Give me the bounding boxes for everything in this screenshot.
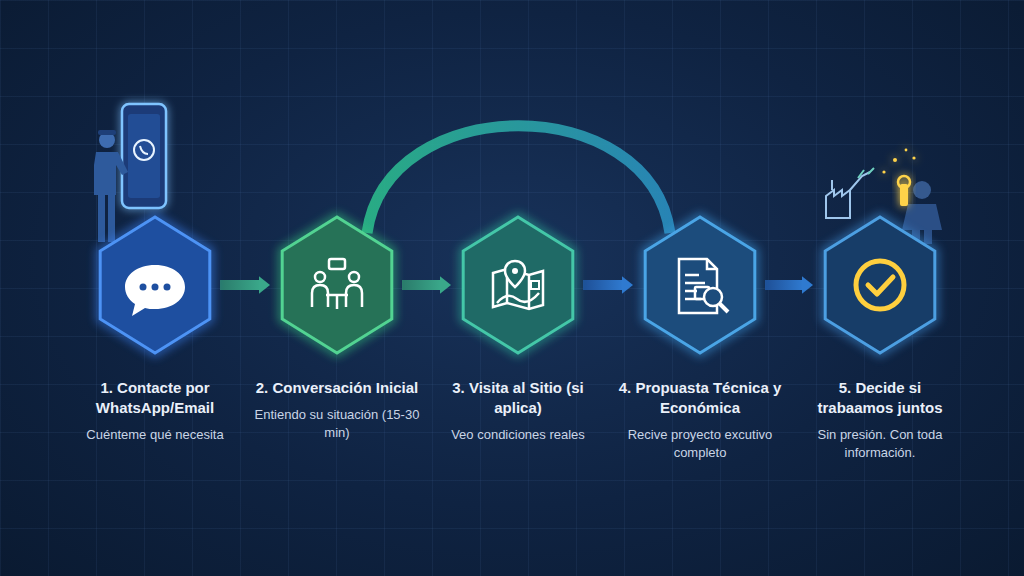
hexagon-shape	[637, 215, 763, 355]
connector	[220, 276, 270, 294]
hexagon-outline	[92, 215, 218, 355]
step-title: 3. Visita al Sitio (si aplica)	[433, 378, 603, 418]
connector	[583, 276, 633, 294]
step-title: 2. Conversación Inicial	[247, 378, 427, 398]
hexagon-outline	[817, 215, 943, 355]
person-illustration	[94, 130, 128, 242]
step-title: 1. Contacte por WhatsApp/Email	[65, 378, 245, 418]
factory-illustration	[826, 168, 874, 218]
step-description: Entiendo su situación (15-30 min)	[247, 406, 427, 442]
hexagon-shape	[92, 215, 218, 355]
hexagon-outline	[274, 215, 400, 355]
connector-line	[583, 280, 623, 290]
hexagon-outline	[637, 215, 763, 355]
process-hexagon: 2. Conversación InicialEntiendo su situa…	[247, 215, 427, 442]
connector	[402, 276, 451, 294]
connector	[765, 276, 813, 294]
step-description: Recive proyecto excutivo completo	[610, 426, 790, 462]
hexagon-shape	[455, 215, 581, 355]
hexagon-shape	[817, 215, 943, 355]
arrow-head	[802, 276, 813, 294]
connector-line	[765, 280, 803, 290]
step-title: 4. Propuasta Técnica y Económica	[610, 378, 790, 418]
process-hexagon: 4. Propuasta Técnica y EconómicaRecive p…	[610, 215, 790, 462]
connector-line	[402, 280, 441, 290]
step-title: 5. Decide si trabaamos juntos	[815, 378, 945, 418]
process-hexagon: 3. Visita al Sitio (si aplica) Veo condic…	[433, 215, 603, 444]
hexagon-outline	[455, 215, 581, 355]
arrow-head	[259, 276, 270, 294]
phone-illustration	[122, 104, 166, 208]
step-description: Veo condiciones reales	[433, 426, 603, 444]
process-hexagon: 1. Contacte por WhatsApp/EmailCuénteme q…	[65, 215, 245, 444]
arrow-head	[440, 276, 451, 294]
connector-line	[220, 280, 260, 290]
arrow-head	[622, 276, 633, 294]
hexagon-shape	[274, 215, 400, 355]
process-hexagon: 5. Decide si trabaamos juntosSin presión…	[815, 215, 945, 462]
step-description: Sin presión. Con toda información.	[815, 426, 945, 462]
step-description: Cuénteme qué necesita	[65, 426, 245, 444]
